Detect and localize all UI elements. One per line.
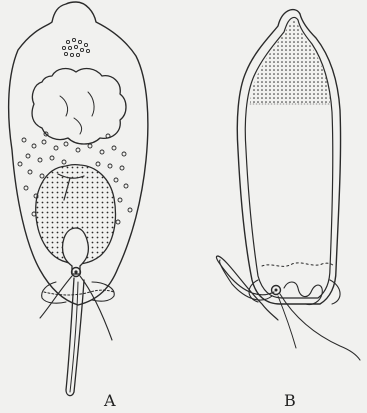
specimen-b-label: B [284, 393, 296, 409]
specimen-b-flagellum-loop [216, 256, 278, 320]
specimen-b [216, 10, 360, 360]
specimen-a-label: A [104, 393, 116, 409]
specimen-a-apical-granules [62, 38, 89, 56]
specimen-a-nucleus [32, 69, 126, 144]
specimen-b-basal-granules [262, 263, 334, 266]
specimen-a [9, 2, 148, 396]
